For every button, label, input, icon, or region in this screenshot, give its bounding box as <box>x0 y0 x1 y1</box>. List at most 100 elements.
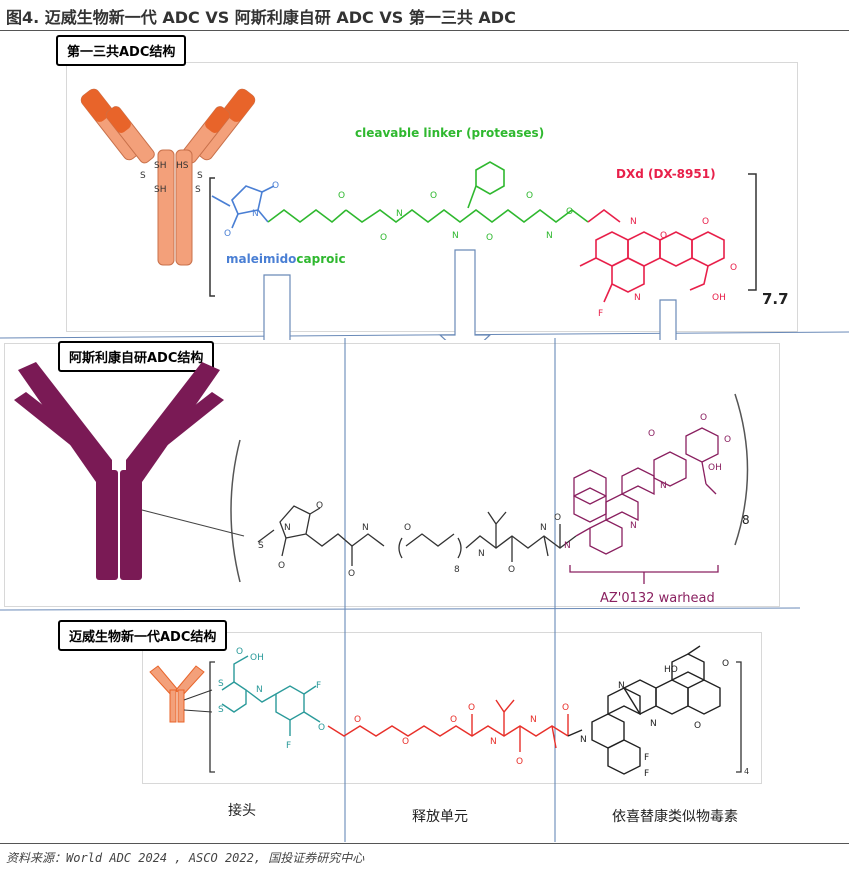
svg-text:F: F <box>286 741 291 751</box>
mabwell-linker <box>327 699 569 752</box>
svg-text:O: O <box>318 723 325 733</box>
svg-text:O: O <box>348 569 355 579</box>
source-note: 资料来源：World ADC 2024 , ASCO 2022, 国投证券研究中… <box>6 851 365 865</box>
dar-mabwell: 4 <box>744 767 749 776</box>
svg-text:S: S <box>195 185 201 195</box>
svg-text:HS: HS <box>176 161 189 171</box>
svg-text:N: N <box>452 231 459 241</box>
svg-text:O: O <box>722 659 729 669</box>
svg-text:O: O <box>338 191 345 201</box>
svg-text:O: O <box>526 191 533 201</box>
svg-text:O: O <box>272 181 279 191</box>
astrazeneca-structure: 8 S N O O N O O 8 N O N O <box>14 362 750 606</box>
svg-text:O: O <box>554 513 561 523</box>
svg-text:SH: SH <box>154 161 166 171</box>
svg-text:N: N <box>660 481 667 491</box>
svg-text:N: N <box>634 293 641 303</box>
svg-text:N: N <box>362 523 369 533</box>
svg-text:N: N <box>630 521 637 531</box>
svg-text:S: S <box>197 171 203 181</box>
dxd-payload <box>579 209 725 303</box>
svg-text:O: O <box>450 715 457 725</box>
svg-text:O: O <box>566 207 573 217</box>
svg-text:O: O <box>660 231 667 241</box>
svg-text:S: S <box>218 705 224 715</box>
peg-repeat: 8 <box>454 565 460 575</box>
antibody-icon-astrazeneca <box>14 362 224 580</box>
maleimidocaproic-label: maleimidocaproic <box>226 252 346 266</box>
svg-text:O: O <box>380 233 387 243</box>
svg-text:S: S <box>258 541 264 551</box>
svg-text:N: N <box>478 549 485 559</box>
svg-text:O: O <box>694 721 701 731</box>
svg-text:O: O <box>236 647 243 657</box>
svg-text:O: O <box>430 191 437 201</box>
arrows-down <box>263 249 677 340</box>
svg-text:O: O <box>402 737 409 747</box>
svg-text:N: N <box>650 719 657 729</box>
svg-text:O: O <box>316 501 323 511</box>
svg-text:OH: OH <box>250 653 264 663</box>
svg-text:O: O <box>508 565 515 575</box>
svg-text:N: N <box>284 523 291 533</box>
column-label-release-unit: 释放单元 <box>412 809 468 825</box>
dar-astrazeneca: 8 <box>742 513 750 527</box>
daiichi-structure: S S SH HS SH S O O N O O N O N O O N O c… <box>80 88 789 340</box>
column-label-payload: 依喜替康类似物毒素 <box>612 809 738 825</box>
section-label-daiichi: 第一三共ADC结构 <box>56 35 187 66</box>
footer-rule <box>0 843 849 844</box>
linker-label: cleavable linker (proteases) <box>355 126 544 140</box>
svg-text:O: O <box>648 429 655 439</box>
warhead-label: AZ'0132 warhead <box>600 591 715 606</box>
svg-text:O: O <box>278 561 285 571</box>
svg-text:SH: SH <box>154 185 166 195</box>
svg-text:S: S <box>140 171 146 181</box>
svg-text:O: O <box>224 229 231 239</box>
svg-text:O: O <box>468 703 475 713</box>
mabwell-connector <box>221 655 321 736</box>
svg-text:O: O <box>486 233 493 243</box>
svg-text:F: F <box>316 681 321 691</box>
antibody-icon-daiichi: S S SH HS SH S <box>80 88 256 266</box>
column-label-connector: 接头 <box>228 803 256 819</box>
az-warhead <box>573 427 719 555</box>
svg-text:O: O <box>404 523 411 533</box>
svg-text:O: O <box>700 413 707 423</box>
arrow-down-icon <box>438 249 492 340</box>
svg-text:N: N <box>256 685 263 695</box>
svg-text:N: N <box>630 217 637 227</box>
title-rule <box>0 30 849 31</box>
arrow-down-icon <box>659 299 677 340</box>
svg-text:N: N <box>530 715 537 725</box>
svg-text:N: N <box>490 737 497 747</box>
svg-text:N: N <box>564 541 571 551</box>
svg-text:S: S <box>218 679 224 689</box>
section-label-astrazeneca: 阿斯利康自研ADC结构 <box>58 341 215 372</box>
mabwell-structure: 4 S S O OH N F F O O O O O N O N O <box>149 645 749 779</box>
svg-text:N: N <box>580 735 587 745</box>
figure-title: 图4. 迈威生物新一代 ADC VS 阿斯利康自研 ADC VS 第一三共 AD… <box>6 8 516 27</box>
antibody-icon-mabwell <box>149 665 205 723</box>
svg-text:O: O <box>730 263 737 273</box>
maleimide-group <box>211 185 275 229</box>
az-linker <box>257 505 577 566</box>
mabwell-payload <box>567 645 721 775</box>
svg-text:O: O <box>724 435 731 445</box>
section-label-mabwell: 迈威生物新一代ADC结构 <box>58 620 228 651</box>
svg-text:O: O <box>562 703 569 713</box>
svg-text:O: O <box>516 757 523 767</box>
svg-text:O: O <box>354 715 361 725</box>
svg-text:N: N <box>252 209 259 219</box>
svg-text:O: O <box>702 217 709 227</box>
payload-label: DXd (DX-8951) <box>616 167 716 181</box>
svg-text:HO: HO <box>664 665 678 675</box>
svg-text:N: N <box>618 681 625 691</box>
svg-text:F: F <box>644 753 649 763</box>
arrow-down-icon <box>263 274 291 340</box>
svg-text:N: N <box>540 523 547 533</box>
svg-text:N: N <box>396 209 403 219</box>
svg-text:OH: OH <box>708 463 722 473</box>
svg-text:OH: OH <box>712 293 726 303</box>
dar-daiichi: 7.7 <box>762 290 789 308</box>
